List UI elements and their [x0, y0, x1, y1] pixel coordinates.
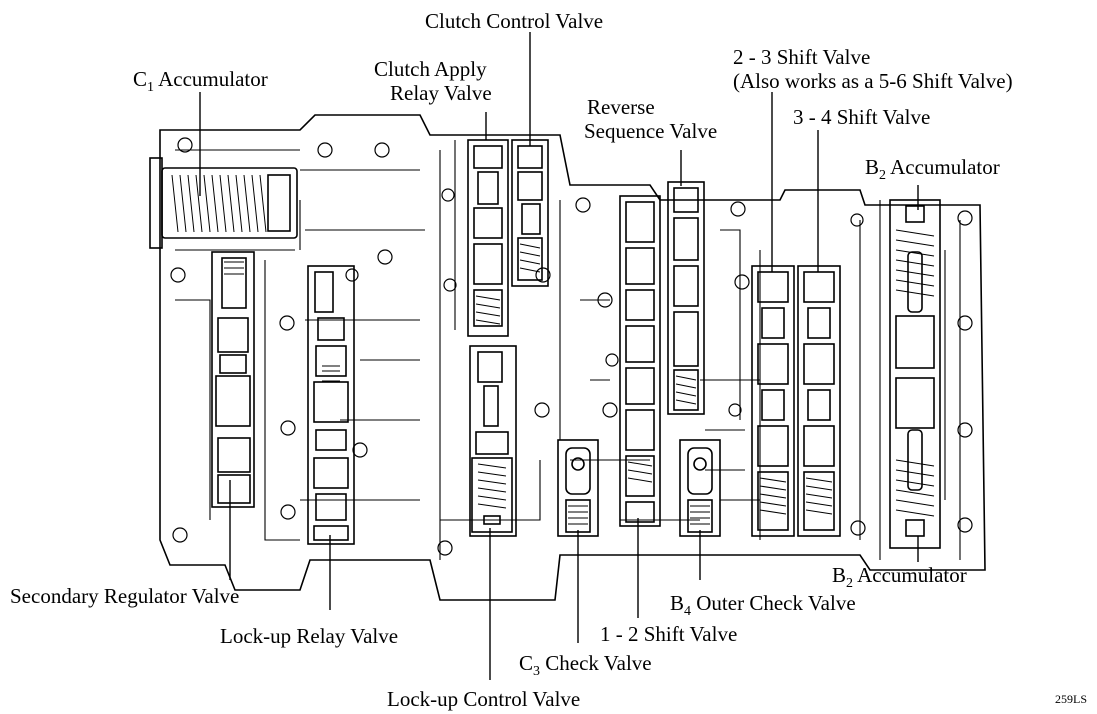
c3-check-valve — [557, 439, 599, 537]
leader-lines — [199, 32, 919, 680]
label-clutch-apply-relay-line1: Clutch Apply — [374, 57, 487, 81]
oil-passages — [175, 140, 961, 560]
bolt-holes — [170, 137, 973, 556]
c1-subscript: 1 — [147, 80, 155, 96]
label-c3-check-valve: C3 Check Valve — [519, 652, 652, 683]
shift-valve-2-3 — [751, 265, 795, 537]
b2-bottom-suffix: Accumulator — [853, 563, 967, 587]
label-lockup-control-valve: Lock-up Control Valve — [387, 687, 581, 711]
lockup-control-valve — [469, 345, 517, 537]
b2-top-suffix: Accumulator — [886, 155, 1000, 179]
b2-bottom-prefix: B — [832, 563, 847, 587]
b2-top-subscript: 2 — [879, 168, 887, 184]
c1-prefix: C — [133, 67, 148, 91]
label-reverse-sequence-line1: Reverse — [587, 95, 655, 119]
clutch-control-valve — [511, 139, 549, 287]
b4-suffix: Outer Check Valve — [691, 591, 856, 615]
label-lockup-relay-valve: Lock-up Relay Valve — [220, 624, 399, 648]
label-shift-valve-3-4: 3 - 4 Shift Valve — [793, 105, 931, 129]
label-c1-accumulator: C1 Accumulator — [133, 68, 268, 99]
label-clutch-apply-relay-line2: Relay Valve — [390, 81, 492, 105]
label-b4-outer-check-valve: B4 Outer Check Valve — [670, 592, 856, 623]
reverse-sequence-valve — [667, 181, 705, 415]
b2-bottom-subscript: 2 — [846, 576, 854, 592]
shift-valve-3-4 — [797, 265, 841, 537]
shift-valve-1-2 — [619, 195, 661, 527]
label-shift-valve-2-3-note: (Also works as a 5-6 Shift Valve) — [733, 69, 1013, 93]
b4-prefix: B — [670, 591, 685, 615]
b4-outer-check-valve — [679, 439, 721, 537]
valve-body-outline — [159, 114, 986, 601]
b2-accumulator — [889, 199, 941, 549]
b4-subscript: 4 — [684, 604, 692, 620]
c1-suffix: Accumulator — [154, 67, 268, 91]
figure-code: 259LS — [1055, 692, 1088, 706]
b2-top-prefix: B — [865, 155, 880, 179]
label-secondary-regulator-valve: Secondary Regulator Valve — [10, 584, 240, 608]
c3-prefix: C — [519, 651, 534, 675]
c3-suffix: Check Valve — [540, 651, 652, 675]
label-b2-accumulator-bottom: B2 Accumulator — [832, 564, 967, 595]
lockup-relay-valve — [307, 265, 355, 545]
label-shift-valve-1-2: 1 - 2 Shift Valve — [600, 622, 738, 646]
c1-accumulator — [149, 157, 298, 249]
label-reverse-sequence-line2: Sequence Valve — [584, 119, 718, 143]
clutch-apply-relay-valve — [467, 139, 509, 337]
label-clutch-control-valve: Clutch Control Valve — [425, 9, 604, 33]
label-shift-valve-2-3: 2 - 3 Shift Valve — [733, 45, 871, 69]
secondary-regulator-valve — [211, 251, 255, 508]
c3-subscript: 3 — [533, 664, 541, 680]
label-b2-accumulator-top: B2 Accumulator — [865, 156, 1000, 187]
